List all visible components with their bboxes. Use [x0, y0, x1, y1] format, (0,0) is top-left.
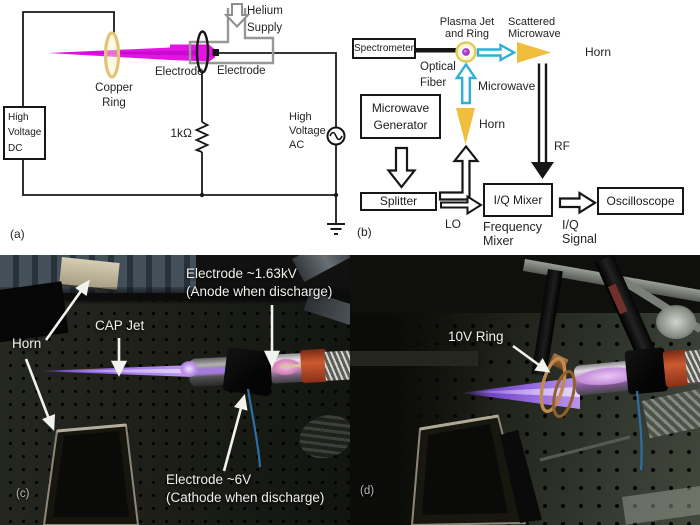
- junction-dot: [333, 192, 339, 198]
- junction-dot: [199, 192, 205, 198]
- ring-electrode-shape: [195, 30, 210, 74]
- panel-c-tag: (c): [16, 488, 30, 500]
- arrow-to-background-horn: [75, 279, 90, 297]
- panel-a-tag: (a): [10, 227, 25, 241]
- horn-scattered-label: Horn: [585, 45, 612, 59]
- blue-wire: [246, 388, 262, 468]
- electrode-right-label: Electrode: [217, 65, 266, 77]
- helium-flow-arrow-icon: [223, 3, 251, 28]
- jet-exit-glow: [180, 361, 198, 377]
- circuit-wires: [22, 11, 337, 224]
- rf-line: [537, 63, 548, 164]
- iq-signal-arrow: [558, 191, 598, 215]
- panel-b-tag: (b): [357, 225, 372, 239]
- hv-dc-source-box: High Voltage DC: [3, 106, 46, 160]
- microwave-arrow-label: Microwave: [478, 79, 536, 93]
- rf-arrowhead: [531, 162, 554, 179]
- iq-mixer-box: I/Q Mixer: [483, 183, 553, 217]
- horn-annotation: Horn: [12, 336, 42, 351]
- hv-dc-line: Voltage: [8, 127, 42, 139]
- sine-glyph: [329, 131, 343, 141]
- hv-dc-line: High: [8, 111, 29, 123]
- electrode-anode-annotation: Electrode ~1.63kV(Anode when discharge): [186, 266, 333, 299]
- plasma-dot-highlight: [463, 49, 467, 53]
- blue-wire: [635, 390, 643, 471]
- plasma-cone-core: [468, 387, 580, 397]
- thin-rod: [539, 435, 631, 462]
- arrow-to-jet: [110, 360, 128, 377]
- optical-fiber-line: [415, 48, 457, 53]
- copper-ring-loop: [552, 370, 576, 418]
- resistor-symbol: [194, 121, 210, 153]
- horn-box-rim: [419, 414, 499, 431]
- ring-annotation: 10V Ring: [448, 329, 504, 344]
- arrow-to-anode: [263, 350, 281, 369]
- electrode-cathode-annotation: Electrode ~6V(Cathode when discharge): [166, 472, 325, 505]
- annotation-arrows: [24, 279, 281, 472]
- lo-label: LO: [445, 217, 462, 231]
- arrow-to-cathode: [234, 393, 248, 411]
- panel-c-photo: Electrode ~1.63kV(Anode when discharge) …: [0, 255, 350, 525]
- panel-d-photo: 10V Ring (d): [350, 255, 700, 525]
- splitter-to-horn-arrow: [438, 144, 480, 201]
- shadow-band: [0, 287, 350, 305]
- scattered-microwave-arrow-icon: [476, 42, 517, 63]
- transmit-horn-icon: [456, 108, 475, 145]
- copper-ring-loop: [539, 356, 567, 414]
- arrow-to-horn-box: [42, 414, 55, 431]
- plasma-jet-core: [58, 50, 196, 56]
- annotation-arrows: [512, 344, 551, 373]
- arrow-to-ring: [534, 357, 551, 373]
- bright-reflection: [656, 305, 696, 339]
- cap-jet-annotation: CAP Jet: [95, 318, 145, 333]
- inner-electrode-tip: [212, 49, 219, 56]
- hv-dc-line: DC: [8, 142, 23, 154]
- microwave-up-arrow-icon: [454, 62, 478, 105]
- horn-transmit-label: Horn: [479, 117, 506, 131]
- receive-horn-icon: [517, 42, 551, 63]
- circuit-graphics: [22, 3, 346, 235]
- horn-box-rim: [56, 423, 127, 433]
- panel-c-overlay: [24, 279, 281, 525]
- horn-box-interior: [53, 431, 129, 517]
- panel-d-overlay: [410, 344, 643, 525]
- helium-tube-outline: [188, 8, 275, 65]
- ground-symbol: [327, 223, 345, 235]
- plasma-jet-core: [50, 368, 194, 374]
- copper-ring-shape: [103, 31, 121, 79]
- panel-d-tag: (d): [360, 485, 375, 497]
- electrode-left-label: Electrode: [155, 66, 204, 78]
- lo-arrow: [440, 194, 483, 216]
- resistor-label: 1kΩ: [170, 126, 192, 140]
- generator-to-splitter-arrow: [386, 146, 417, 189]
- dark-strut: [500, 430, 542, 523]
- rf-label: RF: [554, 139, 570, 153]
- spectrometer-box: Spectrometer: [352, 38, 416, 59]
- oscilloscope-box: Oscilloscope: [597, 187, 684, 215]
- block-diagram-graphics: [386, 41, 598, 216]
- horn-box-interior: [422, 424, 508, 515]
- table-edge-band: [350, 351, 478, 366]
- splitter-box: Splitter: [360, 192, 437, 211]
